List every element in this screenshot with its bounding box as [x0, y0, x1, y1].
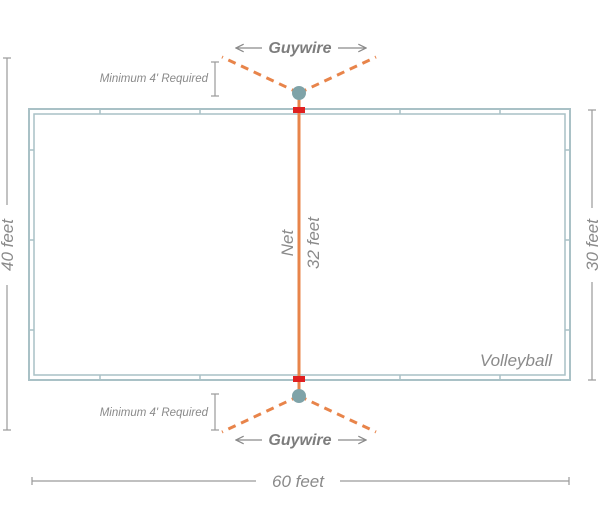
dimension-30ft-label: 30 feet	[583, 218, 600, 271]
net-post-marker-top	[293, 107, 305, 113]
court-tick-marks	[29, 109, 570, 380]
dimension-40ft-label: 40 feet	[0, 218, 17, 271]
guywire-bottom-lines	[221, 394, 377, 434]
guywire-bottom-label: Guywire	[268, 432, 331, 449]
dimension-30ft-line	[588, 109, 596, 381]
dimension-40ft-line	[3, 57, 11, 431]
min-required-bottom-bracket	[211, 393, 219, 431]
sport-label: Volleyball	[480, 351, 553, 370]
dimension-60ft-label: 60 feet	[272, 472, 325, 491]
net-post-marker-bottom	[293, 376, 305, 382]
dimension-60ft-line	[31, 477, 570, 485]
anchor-post-top	[292, 86, 306, 100]
net-label: Net	[278, 229, 297, 257]
guywire-top-lines	[221, 55, 377, 95]
min-required-top-bracket	[211, 61, 219, 97]
min-required-top-label: Minimum 4' Required	[100, 73, 209, 85]
guywire-top-label: Guywire	[268, 40, 331, 57]
min-required-bottom-label: Minimum 4' Required	[100, 407, 209, 419]
anchor-post-bottom	[292, 389, 306, 403]
net-length-label: 32 feet	[304, 216, 323, 269]
